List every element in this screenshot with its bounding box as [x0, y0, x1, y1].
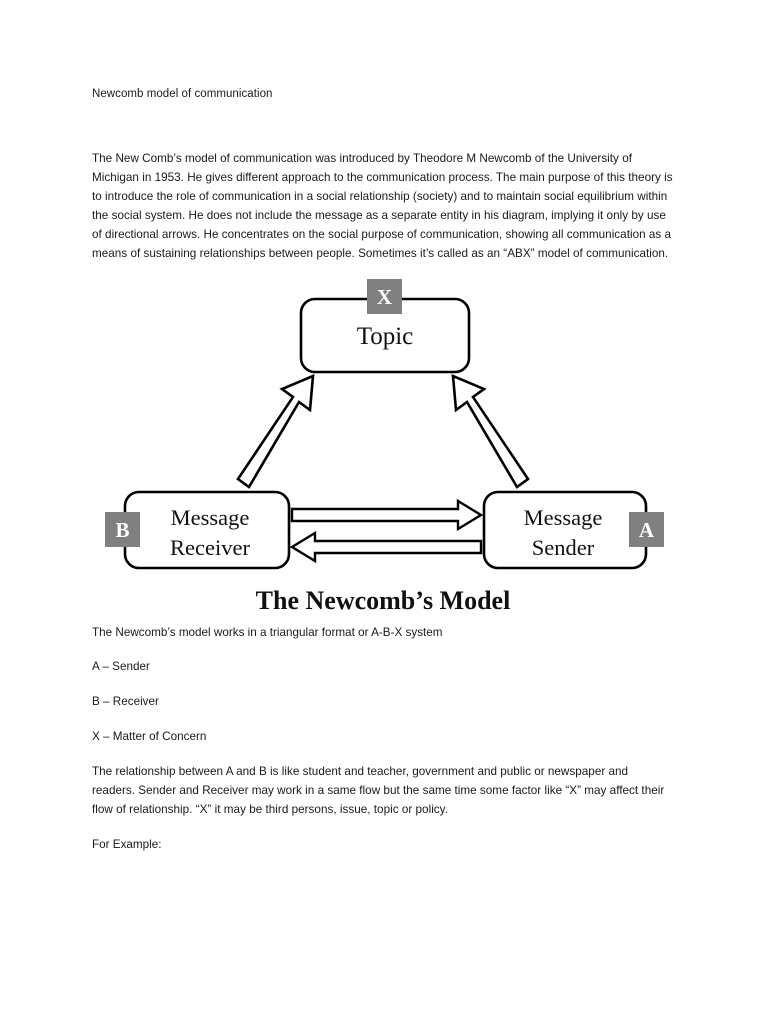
- legend-item-b: B – Receiver: [92, 695, 159, 709]
- document-content: Newcomb model of communication The New C…: [92, 86, 674, 855]
- page-title: Newcomb model of communication: [92, 88, 273, 100]
- relationship-paragraph: The relationship between A and B is like…: [92, 765, 665, 817]
- sender-badge-a-box: [629, 511, 664, 547]
- gap-4: [92, 747, 674, 763]
- for-example-label: For Example:: [92, 838, 162, 852]
- arrow-receiver-to-sender: [290, 498, 484, 531]
- sender-badge-a-letter: A: [639, 518, 655, 542]
- arrow-sender-to-topic: [451, 373, 530, 489]
- gap-3: [92, 712, 674, 728]
- receiver-badge-b-letter: B: [115, 518, 129, 542]
- gap-1: [92, 642, 674, 658]
- diagram-caption: The Newcomb’s Model: [256, 586, 511, 615]
- topic-badge-x-box: [367, 278, 402, 314]
- triangular-format-line: The Newcomb’s model works in a triangula…: [92, 625, 443, 639]
- gap-2: [92, 677, 674, 693]
- receiver-label-line2: Receiver: [170, 535, 250, 560]
- sender-label-line2: Sender: [532, 535, 595, 560]
- receiver-badge-b-box: [105, 511, 140, 547]
- title-spacer: [92, 104, 674, 150]
- arrow-sender-to-receiver: [289, 530, 483, 563]
- topic-label: Topic: [357, 323, 414, 350]
- legend-item-x: X – Matter of Concern: [92, 730, 207, 744]
- arrow-receiver-to-topic: [236, 373, 315, 489]
- sender-label-line1: Message: [524, 505, 603, 530]
- intro-paragraph: The New Comb’s model of communication wa…: [92, 151, 673, 260]
- gap-5: [92, 820, 674, 836]
- receiver-label-line1: Message: [171, 505, 250, 530]
- topic-badge-x-letter: X: [377, 285, 392, 309]
- newcomb-model-diagram: Topic X Message Receiver B Message Sende…: [92, 264, 674, 624]
- diagram-canvas: Topic X Message Receiver B Message Sende…: [105, 278, 664, 615]
- legend-item-a: A – Sender: [92, 660, 150, 674]
